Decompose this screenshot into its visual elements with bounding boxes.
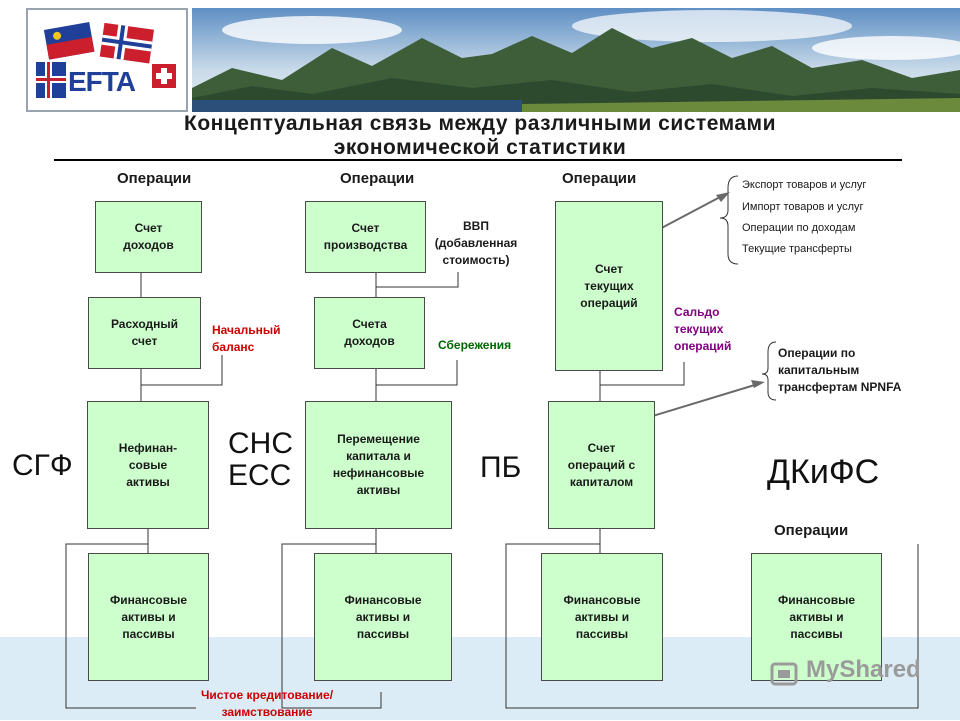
title-underline xyxy=(54,159,902,161)
expenditure-account-box: Расходный счет xyxy=(88,297,201,369)
capital-transfers-label: Операции по капитальным трансфертам NPNF… xyxy=(778,346,902,394)
system-label-sgf: СГФ xyxy=(12,449,73,482)
watermark-text: MyShared xyxy=(806,656,921,683)
financial-assets-box-2: Финансовые активы и пассивы xyxy=(314,553,452,681)
capital-transfer-box: Перемещение капитала и нефинансовые акти… xyxy=(305,401,452,529)
system-label-dkifs: ДКиФС xyxy=(767,453,880,491)
efta-flags-logo-icon xyxy=(36,22,176,98)
production-account-box: Счет производства xyxy=(305,201,426,273)
current-balance-label: Сальдо текущих операций xyxy=(674,305,732,353)
page-title: Концептуальная связь между различными си… xyxy=(40,112,920,160)
net-lending-label: Чистое кредитование/ заимствование xyxy=(200,688,334,719)
efta-logo-text: EFTA xyxy=(68,66,136,97)
operations-header-1: Операции xyxy=(117,170,192,187)
current-ops-item-4: Текущие трансферты xyxy=(742,243,852,255)
operations-header-4: Операции xyxy=(774,522,849,539)
system-label-sns-ess: СНС ЕСС xyxy=(228,427,293,492)
title-line-2: экономической статистики xyxy=(333,136,627,159)
myshared-logo-icon xyxy=(770,662,798,686)
income-account-box: Счет доходов xyxy=(95,201,202,273)
landscape-banner xyxy=(192,8,960,112)
system-label-pb: ПБ xyxy=(480,451,522,484)
current-ops-item-1: Экспорт товаров и услуг xyxy=(742,179,867,191)
financial-assets-box-1: Финансовые активы и пассивы xyxy=(88,553,209,681)
savings-label: Сбережения xyxy=(438,338,512,352)
current-account-box: Счет текущих операций xyxy=(555,201,663,371)
capital-account-box: Счет операций с капиталом xyxy=(548,401,655,529)
nonfinancial-assets-box: Нефинан- совые активы xyxy=(87,401,209,529)
efta-logo: EFTA xyxy=(26,8,188,112)
operations-header-2: Операции xyxy=(340,170,415,187)
title-line-1: Концептуальная связь между различными си… xyxy=(184,112,776,135)
operations-header-3: Операции xyxy=(562,170,637,187)
gdp-label: ВВП (добавленная стоимость) xyxy=(434,219,518,267)
income-accounts-box: Счета доходов xyxy=(314,297,425,369)
opening-balance-label: Начальный баланс xyxy=(212,323,281,354)
current-ops-item-3: Операции по доходам xyxy=(742,222,856,234)
financial-assets-box-4: Финансовые активы и пассивы xyxy=(751,553,882,681)
current-ops-item-2: Импорт товаров и услуг xyxy=(742,201,864,213)
financial-assets-box-3: Финансовые активы и пассивы xyxy=(541,553,663,681)
